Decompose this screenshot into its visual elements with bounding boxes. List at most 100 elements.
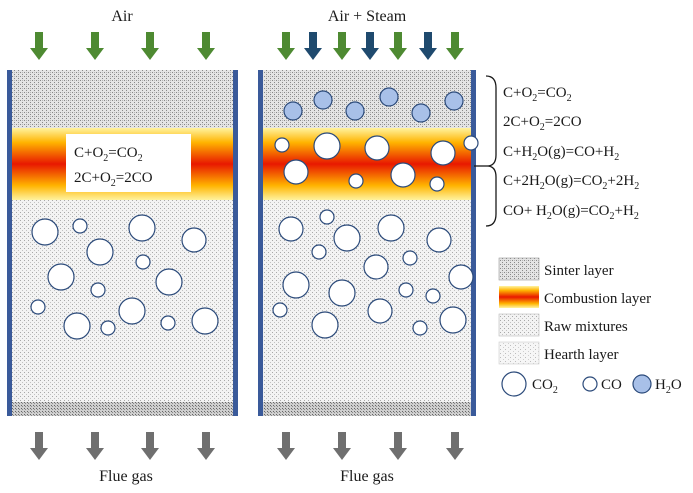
right-top-label: Air + Steam (328, 8, 407, 25)
left-bubbles (30, 214, 219, 340)
co2-bubble (367, 298, 393, 324)
right-hearth-layer (262, 402, 472, 416)
left-reaction: C+O2​=CO2​ (74, 145, 143, 164)
co-bubble (100, 320, 116, 336)
right-bottom-label: Flue gas (340, 468, 394, 485)
steam-arrow (419, 32, 437, 60)
right-reaction: C+2H2​O(g)=CO2​+2H2​ (503, 173, 639, 192)
co2-bubble (364, 135, 390, 161)
co2-bubble (333, 224, 361, 252)
flue-gas-arrow (277, 432, 295, 460)
right-reaction: C+H2​O(g)=CO+H2​ (503, 144, 619, 163)
left-column: C+O2​=CO2​ 2C+O2​=2CO (7, 70, 238, 416)
left-wall-right (233, 70, 238, 416)
co2-bubble (390, 162, 416, 188)
air-arrow (446, 32, 464, 60)
co2-bubble (128, 214, 156, 242)
co2-bubble (155, 268, 183, 296)
co2-bubble (313, 132, 341, 160)
co2-bubble (86, 238, 114, 266)
air-arrow (30, 32, 48, 60)
co-bubble (274, 137, 290, 153)
co2-bubble (363, 254, 389, 280)
flue-gas-arrow (389, 432, 407, 460)
legend-swatch-combustion (499, 286, 539, 308)
co2-bubble (430, 140, 456, 166)
co2-bubble (278, 216, 304, 242)
air-arrow (197, 32, 215, 60)
co2-bubble (191, 307, 219, 335)
air-arrow (86, 32, 104, 60)
flue-gas-arrow (446, 432, 464, 460)
legend: Sinter layer Combustion layer Raw mixtur… (498, 257, 682, 397)
air-arrow (277, 32, 295, 60)
left-wall-left (7, 70, 12, 416)
flue-gas-arrow (197, 432, 215, 460)
flue-gas-arrow (141, 432, 159, 460)
co2-bubble (328, 279, 356, 307)
right-combustion-bubbles (274, 132, 479, 192)
left-hearth-layer (11, 402, 234, 416)
reaction-bracket (485, 75, 497, 227)
flue-gas-arrow (86, 432, 104, 460)
right-h2o-bubbles (283, 87, 464, 123)
h2o-bubble (444, 91, 464, 111)
co2-bubble (311, 311, 339, 339)
co2-bubble (426, 227, 452, 253)
legend-label-co2: CO2​ (532, 377, 558, 396)
h2o-bubble (379, 87, 399, 107)
co2-bubble (448, 264, 474, 290)
legend-label-raw: Raw mixtures (544, 319, 628, 335)
co-bubble (30, 299, 46, 315)
co-bubble (160, 315, 176, 331)
co-bubble (425, 288, 441, 304)
legend-label-co: CO (601, 377, 622, 393)
h2o-bubble (283, 101, 303, 121)
co-bubble (402, 250, 418, 266)
h2o-bubble (313, 90, 333, 110)
flow-arrows (30, 32, 464, 460)
co-bubble (463, 135, 479, 151)
legend-label-hearth: Hearth layer (544, 347, 619, 363)
right-wall-left (258, 70, 263, 416)
right-column: C+O2​=CO2​ 2C+O2​=2CO C+H2​O(g)=CO+H2​ C… (258, 70, 639, 416)
legend-label-combustion: Combustion layer (544, 291, 651, 307)
co-bubble (135, 254, 151, 270)
right-reaction: CO+ H2​O(g)=CO2​+H2​ (503, 203, 639, 222)
flue-gas-arrow (30, 432, 48, 460)
co-bubble (311, 244, 327, 260)
right-reaction: C+O2​=CO2​ (503, 85, 572, 104)
right-reaction: 2C+O2​=2CO (503, 114, 582, 133)
flue-gas-arrow (333, 432, 351, 460)
co-bubble (319, 209, 335, 225)
air-arrow (333, 32, 351, 60)
co2-bubble (118, 297, 146, 325)
air-arrow (141, 32, 159, 60)
co2-bubble (181, 227, 207, 253)
legend-swatch-sinter (498, 257, 540, 281)
right-wall-right (471, 70, 476, 416)
legend-label-sinter: Sinter layer (544, 263, 614, 279)
co-bubble (398, 282, 414, 298)
co-bubble (90, 282, 106, 298)
co2-bubble (31, 218, 59, 246)
legend-h2o-circle (632, 374, 652, 394)
co2-bubble (283, 159, 309, 185)
co-bubble (72, 218, 88, 234)
co2-bubble (47, 263, 75, 291)
steam-arrow (304, 32, 322, 60)
legend-swatch-hearth (498, 341, 540, 365)
air-arrow (389, 32, 407, 60)
left-reaction-box (66, 134, 191, 192)
h2o-bubble (411, 103, 431, 123)
co2-bubble (282, 271, 310, 299)
co-bubble (348, 173, 364, 189)
steam-arrow (361, 32, 379, 60)
co-bubble (272, 302, 288, 318)
left-top-label: Air (111, 8, 133, 25)
legend-co2-circle (501, 371, 527, 397)
co-bubble (412, 320, 428, 336)
left-sinter-layer (11, 70, 234, 128)
